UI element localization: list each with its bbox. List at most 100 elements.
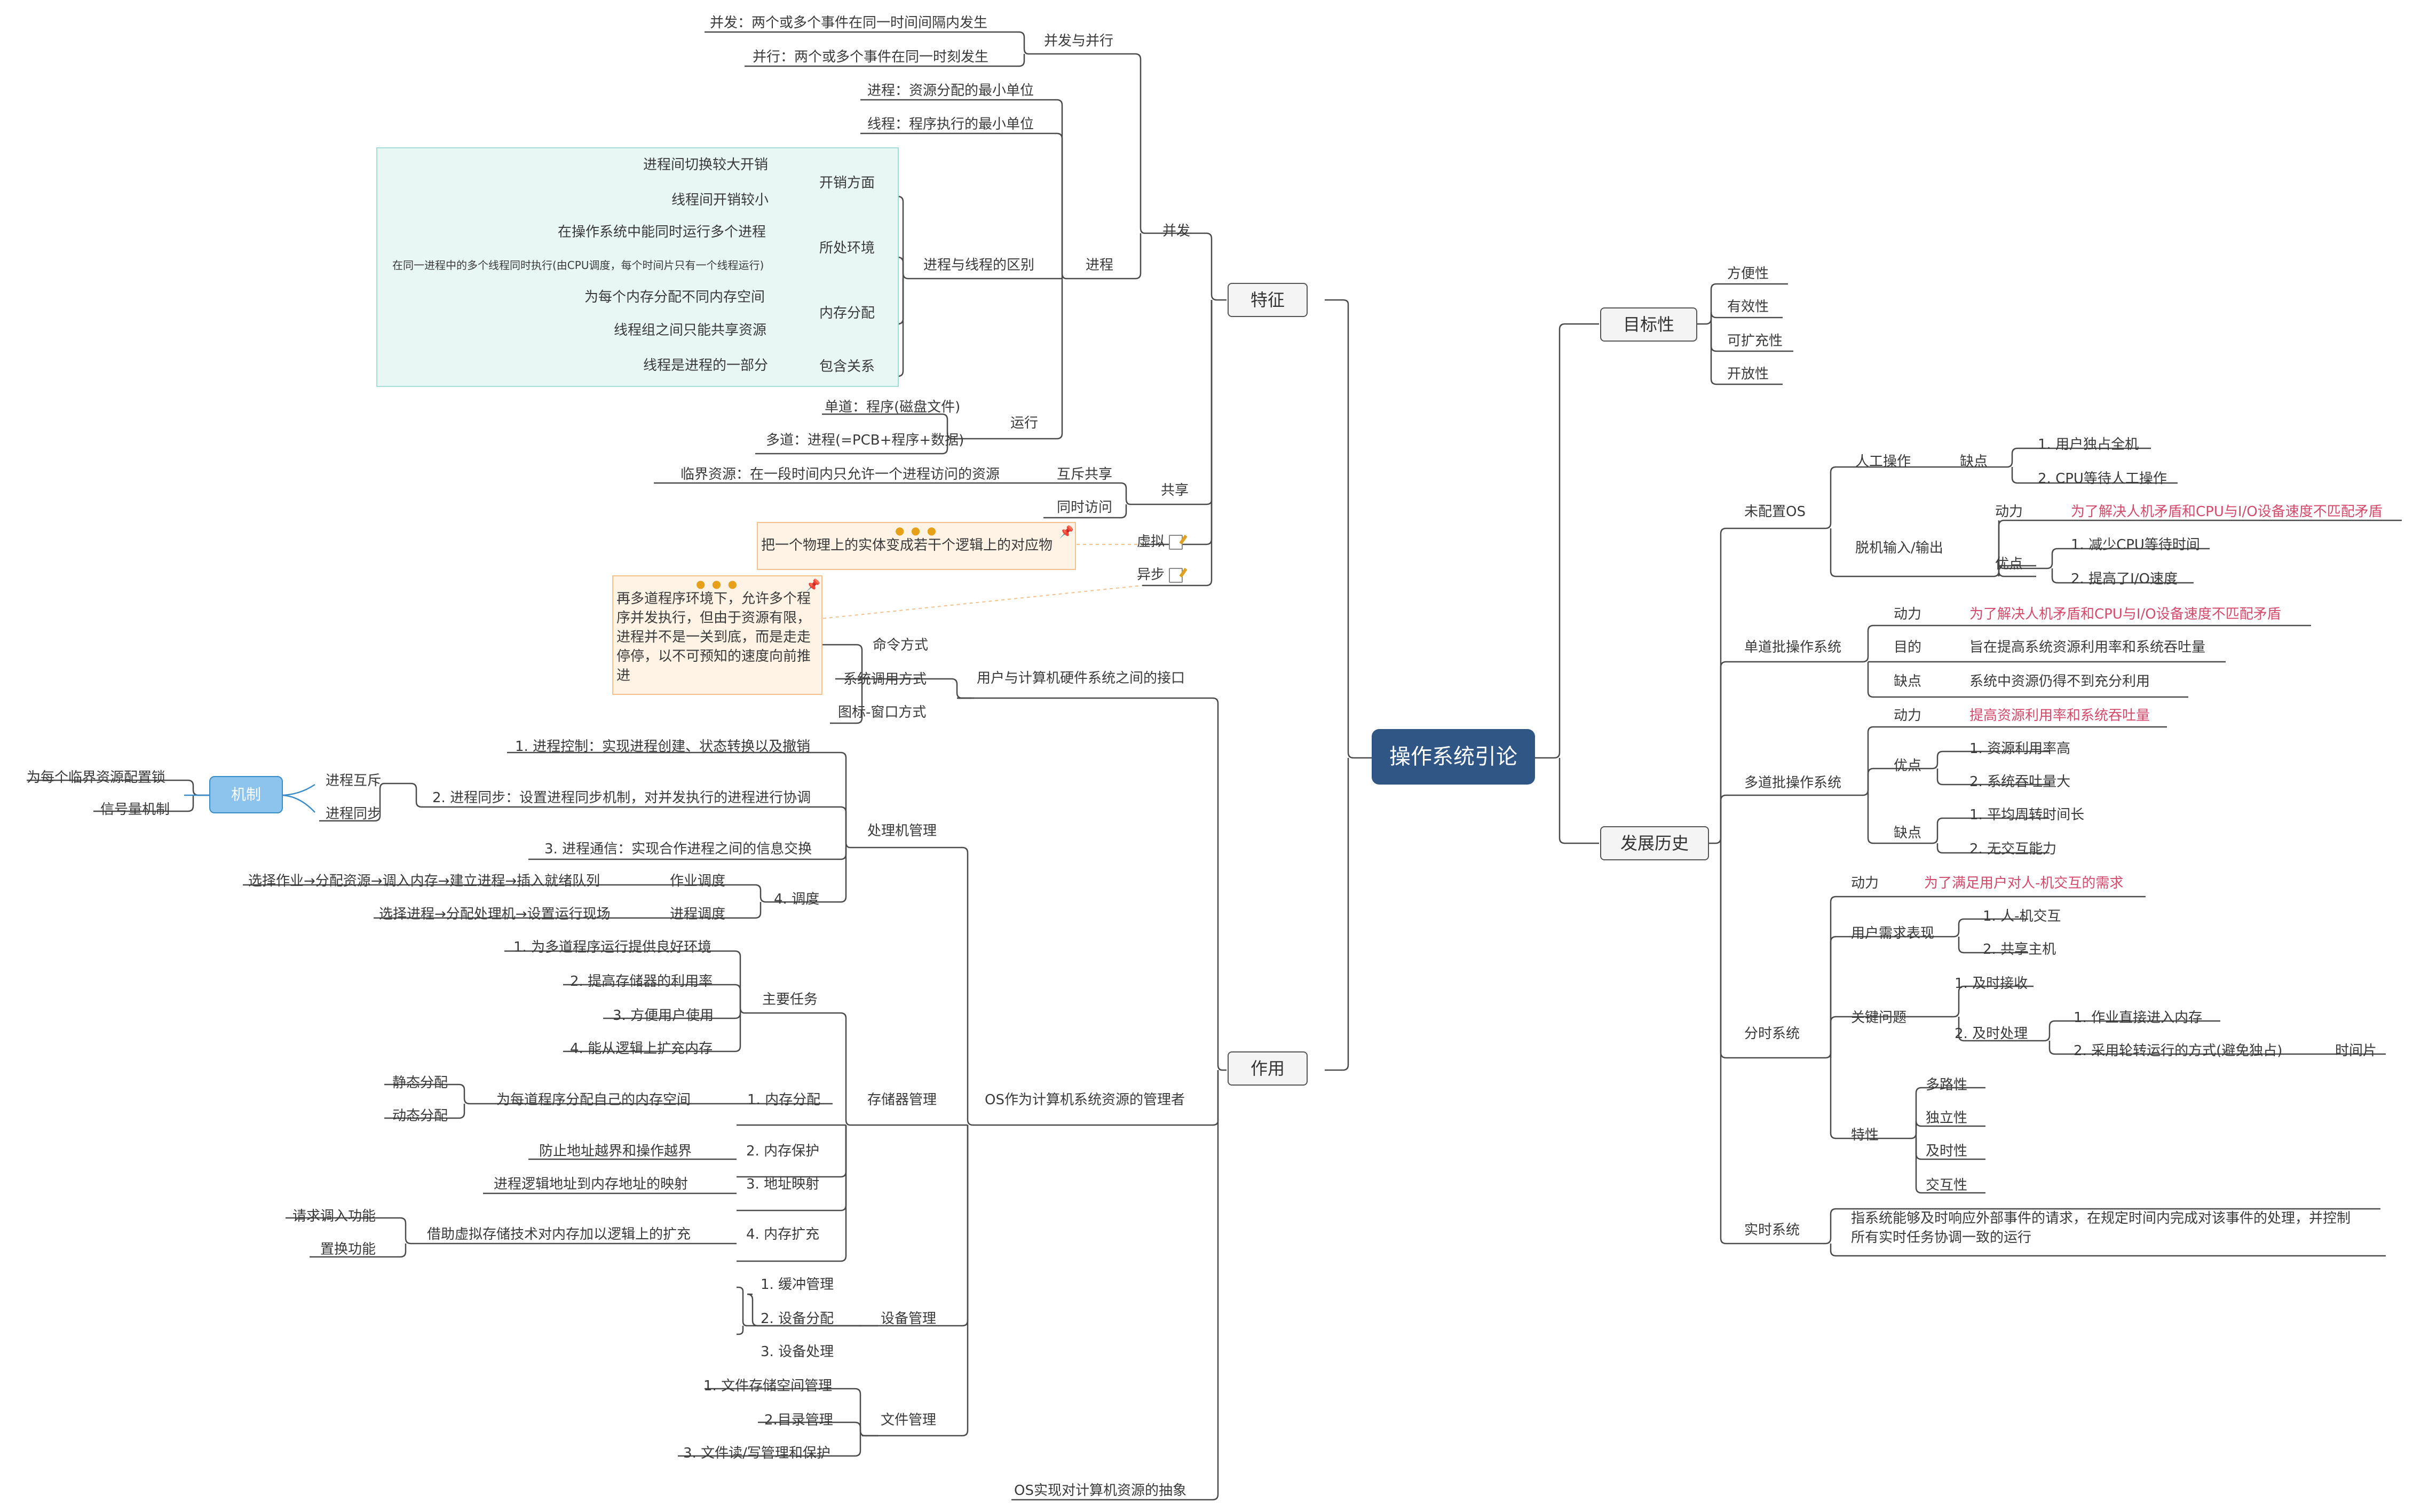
node-manager[interactable]: OS作为计算机系统资源的管理者	[985, 1092, 1185, 1108]
node-ts-motive-text[interactable]: 为了满足用户对人-机交互的需求	[1924, 875, 2124, 891]
node-mem-a[interactable]: 为每个内存分配不同内存空间	[584, 289, 765, 305]
node-ts-slice[interactable]: 时间片	[2335, 1043, 2377, 1059]
node-single-motive[interactable]: 动力	[1894, 606, 1922, 622]
node-mem-protect-desc[interactable]: 防止地址越界和操作越界	[539, 1143, 692, 1159]
node-process[interactable]: 进程	[1086, 257, 1114, 273]
node-ts-demand-a[interactable]: 1. 人-机交互	[1983, 908, 2061, 924]
node-process-def[interactable]: 进程：资源分配的最小单位	[867, 83, 1034, 99]
node-run-single[interactable]: 单道：程序(磁盘文件)	[825, 399, 961, 415]
node-env-a[interactable]: 在操作系统中能同时运行多个进程	[558, 224, 766, 240]
node-realtime-line1[interactable]: 指系统能够及时响应外部事件的请求，在规定时间内完成对该事件的处理，并控制	[1851, 1210, 2351, 1226]
node-ts-motive[interactable]: 动力	[1851, 875, 1879, 891]
node-swap[interactable]: 置换功能	[320, 1241, 376, 1257]
node-file-3[interactable]: 3. 文件读/写管理和保护	[683, 1445, 830, 1461]
node-concurrency[interactable]: 并发	[1162, 223, 1191, 239]
node-sharing[interactable]: 共享	[1161, 482, 1189, 498]
node-virtual[interactable]: 虚拟	[1137, 533, 1183, 551]
topic-features[interactable]: 特征	[1228, 283, 1308, 317]
node-offline-motive[interactable]: 动力	[1995, 504, 2023, 520]
node-single-motive-text[interactable]: 为了解决人机矛盾和CPU与I/O设备速度不匹配矛盾	[1969, 606, 2281, 622]
node-device-2[interactable]: 2. 设备分配	[761, 1311, 834, 1327]
node-ts-trait-3[interactable]: 及时性	[1926, 1143, 1968, 1159]
node-mem-expand-desc[interactable]: 借助虚拟存储技术对内存加以逻辑上的扩充	[427, 1226, 691, 1242]
node-goal-3[interactable]: 可扩充性	[1727, 333, 1783, 349]
node-interface-cmd[interactable]: 命令方式	[873, 637, 929, 653]
central-topic[interactable]: 操作系统引论	[1372, 729, 1535, 785]
pin-icon[interactable]: 📌	[1059, 526, 1074, 539]
pin-icon[interactable]: 📌	[805, 579, 820, 592]
node-mem-task-3[interactable]: 3. 方便用户使用	[613, 1008, 714, 1024]
node-proc-mutex[interactable]: 进程互斥	[326, 773, 382, 789]
node-simultaneous[interactable]: 同时访问	[1057, 500, 1113, 516]
node-job-desc[interactable]: 选择作业→分配资源→调入内存→建立进程→插入就绪队列	[248, 873, 600, 889]
node-multi-adv[interactable]: 优点	[1894, 758, 1922, 774]
memo-icon[interactable]	[1169, 567, 1183, 583]
node-async[interactable]: 异步	[1137, 566, 1183, 584]
topic-role[interactable]: 作用	[1228, 1051, 1308, 1086]
node-ts-demand[interactable]: 用户需求表现	[1851, 925, 1935, 941]
node-offline-adv[interactable]: 优点	[1995, 556, 2023, 572]
node-sched[interactable]: 4. 调度	[774, 891, 820, 907]
node-run-multi[interactable]: 多道：进程(=PCB+程序+数据)	[766, 432, 964, 448]
node-proc-sync[interactable]: 2. 进程同步：设置进程同步机制，对并发执行的进程进行协调	[432, 790, 811, 806]
node-ts-traits[interactable]: 特性	[1851, 1127, 1879, 1143]
node-cost-a[interactable]: 进程间切换较大开销	[643, 157, 769, 173]
node-mem-mapping-desc[interactable]: 进程逻辑地址到内存地址的映射	[494, 1176, 689, 1192]
node-mem[interactable]: 内存分配	[819, 305, 875, 321]
node-mem-expand[interactable]: 4. 内存扩充	[746, 1226, 820, 1242]
node-file-2[interactable]: 2.目录管理	[764, 1412, 833, 1428]
node-mem-task-4[interactable]: 4. 能从逻辑上扩充内存	[570, 1041, 713, 1057]
node-run[interactable]: 运行	[1010, 415, 1039, 431]
node-ts-trait-4[interactable]: 交互性	[1926, 1177, 1968, 1193]
node-interface-gui[interactable]: 图标-窗口方式	[838, 704, 927, 721]
node-device-3[interactable]: 3. 设备处理	[761, 1344, 834, 1360]
node-mem-tasks[interactable]: 主要任务	[762, 992, 818, 1008]
node-ts-key[interactable]: 关键问题	[1851, 1010, 1907, 1026]
node-device[interactable]: 设备管理	[881, 1311, 937, 1327]
node-mechanism[interactable]: 机制	[209, 776, 283, 813]
node-concurrent-def[interactable]: 并发：两个或多个事件在同一时间间隔内发生	[710, 15, 988, 31]
node-single-drawback-text[interactable]: 系统中资源仍得不到充分利用	[1969, 674, 2150, 690]
node-multi-d2[interactable]: 2. 无交互能力	[1969, 841, 2057, 857]
node-manual-d2[interactable]: 2. CPU等待人工操作	[2038, 471, 2167, 487]
node-mem-mapping[interactable]: 3. 地址映射	[746, 1176, 820, 1192]
memo-icon[interactable]	[1169, 534, 1183, 550]
drag-handle-dots[interactable]: ● ● ●	[695, 577, 739, 590]
node-env-b[interactable]: 在同一进程中的多个线程同时执行(由CPU调度，每个时间片只有一个线程运行)	[392, 259, 764, 272]
node-single-drawback[interactable]: 缺点	[1894, 674, 1922, 690]
node-contain[interactable]: 包含关系	[819, 359, 875, 375]
node-thread-def[interactable]: 线程：程序执行的最小单位	[867, 116, 1034, 132]
node-ts-key-b1[interactable]: 1. 作业直接进入内存	[2074, 1010, 2203, 1026]
drag-handle-dots[interactable]: ● ● ●	[895, 524, 938, 537]
node-ts-trait-1[interactable]: 多路性	[1926, 1077, 1968, 1093]
node-mutex-sharing[interactable]: 互斥共享	[1057, 466, 1113, 482]
node-file-1[interactable]: 1. 文件存储空间管理	[703, 1378, 833, 1394]
note-async[interactable]: ● ● ● 📌 再多道程序环境下，允许多个程序并发执行，但由于资源有限，进程并不…	[612, 575, 822, 695]
node-multi-a2[interactable]: 2. 系统吞吐量大	[1969, 774, 2071, 790]
node-process-thread-diff[interactable]: 进程与线程的区别	[923, 257, 1035, 273]
node-proc-control[interactable]: 1. 进程控制：实现进程创建、状态转换以及撤销	[515, 739, 811, 755]
node-single-goal-text[interactable]: 旨在提高系统资源利用率和系统吞吐量	[1969, 639, 2206, 655]
node-multi-batch[interactable]: 多道批操作系统	[1744, 775, 1842, 791]
node-interface[interactable]: 用户与计算机硬件系统之间的接口	[977, 670, 1185, 686]
node-device-1[interactable]: 1. 缓冲管理	[761, 1277, 834, 1293]
topic-history[interactable]: 发展历史	[1600, 826, 1709, 860]
node-time-sharing[interactable]: 分时系统	[1744, 1026, 1800, 1042]
node-static-alloc[interactable]: 静态分配	[392, 1075, 448, 1091]
node-realtime-line2[interactable]: 所有实时任务协调一致的运行	[1851, 1230, 2032, 1246]
node-mem-alloc[interactable]: 1. 内存分配	[747, 1092, 821, 1108]
node-cost[interactable]: 开销方面	[819, 175, 875, 191]
node-ts-demand-b[interactable]: 2. 共享主机	[1983, 941, 2056, 957]
node-abstraction[interactable]: OS实现对计算机资源的抽象	[1014, 1483, 1186, 1499]
node-env[interactable]: 所处环境	[819, 240, 875, 256]
node-semaphore[interactable]: 信号量机制	[100, 802, 170, 818]
node-single-batch[interactable]: 单道批操作系统	[1744, 639, 1842, 655]
node-single-goal[interactable]: 目的	[1894, 639, 1922, 655]
node-proc-comm[interactable]: 3. 进程通信：实现合作进程之间的信息交换	[544, 841, 812, 857]
node-manual-drawback[interactable]: 缺点	[1960, 454, 1988, 470]
node-mem-task-2[interactable]: 2. 提高存储器的利用率	[570, 973, 713, 989]
node-proc-sched[interactable]: 进程调度	[670, 906, 726, 922]
node-goal-2[interactable]: 有效性	[1727, 299, 1769, 315]
node-ts-trait-2[interactable]: 独立性	[1926, 1110, 1968, 1126]
node-parallel-def[interactable]: 并行：两个或多个事件在同一时刻发生	[753, 49, 989, 65]
